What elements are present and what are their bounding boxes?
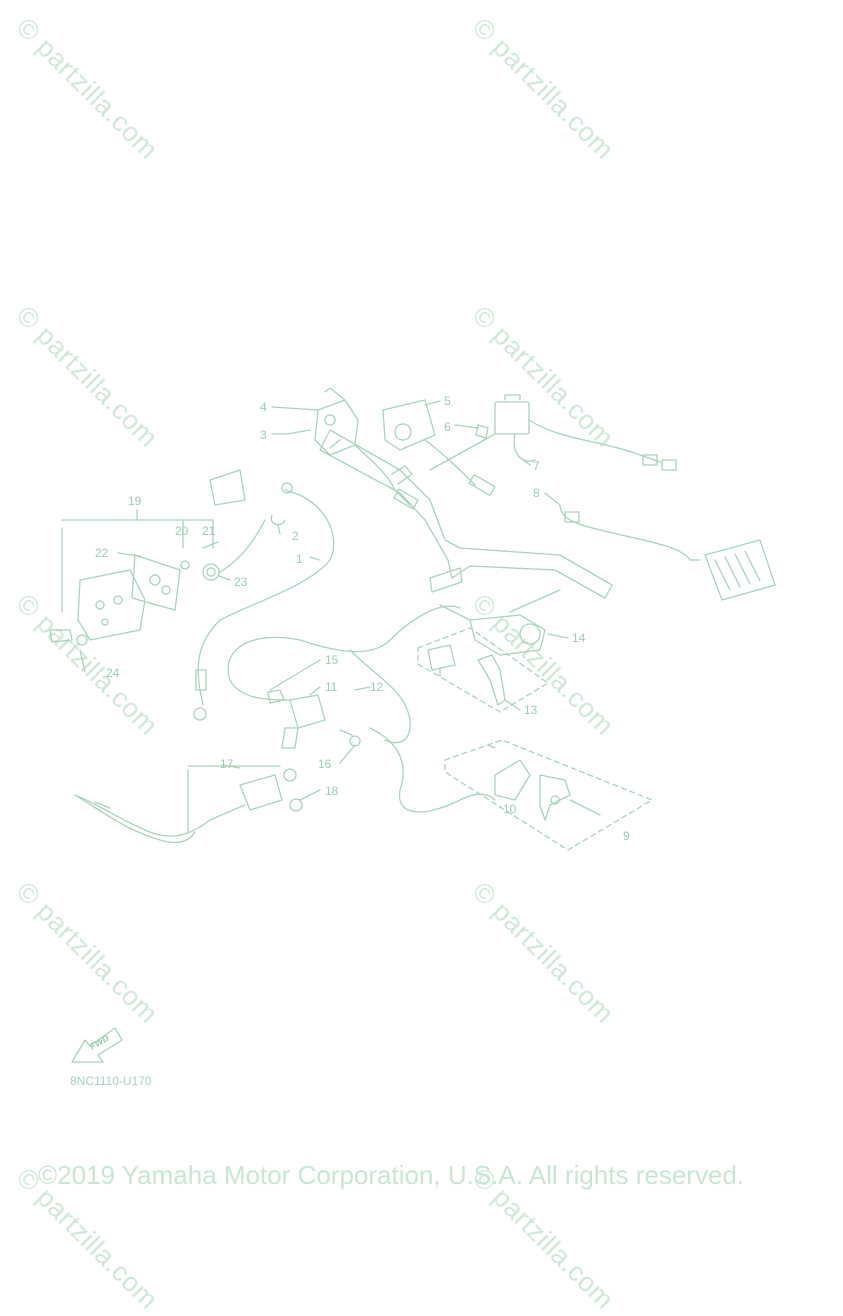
callout-2: 2 xyxy=(292,529,299,543)
callout-7: 7 xyxy=(533,459,540,473)
callout-23: 23 xyxy=(234,575,248,589)
callout-10: 10 xyxy=(503,802,517,816)
callout-24: 24 xyxy=(106,666,120,680)
throttle-cable xyxy=(193,482,335,721)
callout-11: 11 xyxy=(325,680,338,694)
callout-8: 8 xyxy=(533,486,540,500)
left-switch-housing xyxy=(314,387,419,510)
handlebar xyxy=(319,429,613,599)
callout-20: 20 xyxy=(175,524,189,538)
callout-17: 17 xyxy=(220,757,234,771)
callout-16: 16 xyxy=(318,757,332,771)
callout-5: 5 xyxy=(444,394,451,408)
handlebar-parts-diagram: 1 2 3 4 5 6 7 8 9 10 11 12 13 14 15 16 1… xyxy=(49,387,776,1063)
callout-12: 12 xyxy=(370,680,384,694)
brake-switch xyxy=(267,689,326,749)
fwd-arrow xyxy=(71,1027,123,1063)
callout-22: 22 xyxy=(95,546,109,560)
callout-9: 9 xyxy=(623,829,630,843)
screw xyxy=(286,429,311,435)
callout-labels: 1 2 3 4 5 6 7 8 9 10 11 12 13 14 15 16 1… xyxy=(88,394,630,1052)
callout-14: 14 xyxy=(572,631,586,645)
callout-3: 3 xyxy=(260,428,267,442)
grip-heater xyxy=(559,504,776,601)
callout-6: 6 xyxy=(444,420,451,434)
copyright-notice: ©2019 Yamaha Motor Corporation, U.S.A. A… xyxy=(38,1160,745,1190)
parking-brake-lever xyxy=(487,744,601,821)
lever-bracket xyxy=(439,589,561,656)
callout-19: 19 xyxy=(128,494,142,508)
callout-1: 1 xyxy=(296,552,303,566)
brake-lever xyxy=(427,644,506,706)
brake-cable xyxy=(227,605,496,813)
cable-clip xyxy=(270,514,286,526)
leader-lines xyxy=(79,400,569,801)
throttle-switch xyxy=(382,399,496,496)
callout-13: 13 xyxy=(524,703,538,717)
callout-15: 15 xyxy=(325,653,339,667)
parking-brake-assy xyxy=(444,739,653,851)
thumb-throttle-assy xyxy=(49,469,266,646)
callout-18: 18 xyxy=(325,784,339,798)
cable-bracket xyxy=(74,765,303,844)
diagram-code: 8NC1110-U170 xyxy=(70,1074,152,1088)
heater-switch xyxy=(429,394,677,471)
callout-21: 21 xyxy=(202,524,216,538)
callout-4: 4 xyxy=(260,400,267,414)
lever-assy xyxy=(417,627,549,713)
